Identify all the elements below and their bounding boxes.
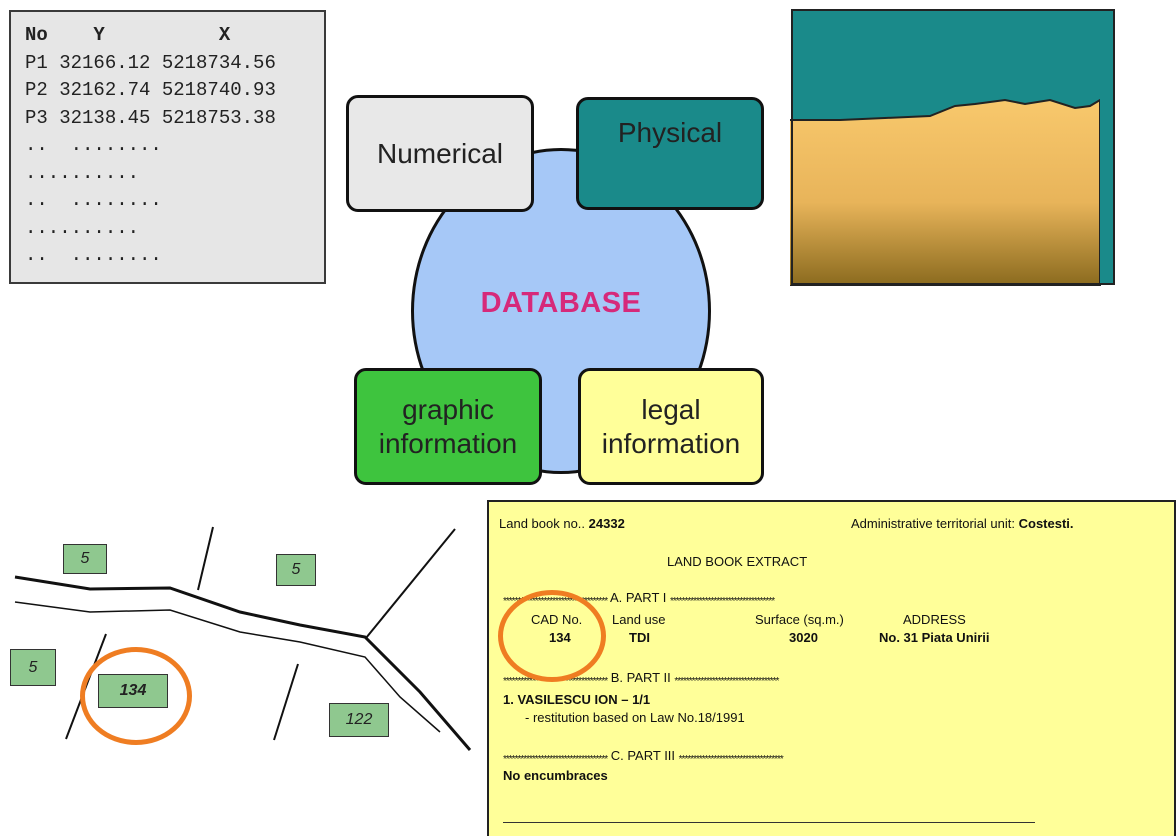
column-address: ADDRESS [903,612,966,627]
physical-box: Physical [576,97,764,210]
graphic-line1: graphic [402,393,494,425]
land-book-number: 24332 [588,516,625,531]
terrain-frame [791,9,1115,285]
ground-profile [790,98,1101,286]
graphic-information-label: graphic information [379,393,518,461]
value-address: No. 31 Piata Unirii [879,630,990,645]
land-book-number-line: Land book no.. 24332 [499,516,625,531]
land-book-extract: Land book no.. 24332 Administrative terr… [487,500,1176,836]
legal-information-box: legal information [578,368,764,485]
coordinates-row: P1 32166.12 5218734.56 [25,51,276,74]
separator-stars: ************************************ [674,676,779,687]
road-inner-line [14,601,441,733]
coordinates-row: .. ........ [25,134,162,156]
parcel-boundary [365,528,456,639]
coordinates-row: .. ........ [25,244,162,266]
separator-stars: ************************************ [678,754,784,765]
value-land-use: TDI [629,630,650,645]
part1-label: A. PART I [610,590,667,605]
database-label: DATABASE [480,287,642,319]
parcel-label: 122 [329,703,389,737]
part3-line: ************************************ C. … [503,748,784,765]
coordinates-row: .......... [25,216,140,239]
value-surface: 3020 [789,630,818,645]
coordinates-table: No Y X P1 32166.12 5218734.56 P2 32162.7… [9,10,326,284]
territorial-unit-value: Costesti. [1018,516,1074,531]
coordinates-row: P2 32162.74 5218740.93 [25,79,276,101]
territorial-unit-label: Administrative territorial unit: [851,516,1015,531]
coordinates-header: No Y X [25,24,231,46]
graphic-information-box: graphic information [354,368,542,485]
separator-stars: ************************************ [670,596,775,607]
database-diagram: DATABASE Numerical Physical graphic info… [344,95,774,490]
numerical-box: Numerical [346,95,534,212]
territorial-unit-line: Administrative territorial unit: Costest… [851,516,1074,531]
coordinates-row: .......... [25,161,140,184]
parcel-boundary [197,526,214,591]
map-lines [14,526,472,751]
encumbrances-line: No encumbraces [503,768,608,783]
terrain-illustration [790,9,1115,286]
highlight-circle [498,590,606,682]
separator-stars: ************************************ [503,754,608,765]
parcel-label: 5 [10,649,56,686]
parcel-label: 5 [276,554,316,586]
land-book-label: Land book no.. [499,516,586,531]
coordinates-row: P3 32138.45 5218753.38 [25,106,276,129]
graphic-line2: information [378,427,518,459]
road-outer-line [14,575,472,751]
coordinates-row: .. ........ [25,189,162,211]
owner-line: 1. VASILESCU ION – 1/1 [503,692,651,707]
legal-line1: legal [641,393,701,425]
parcel-label: 5 [63,544,107,574]
cadastral-map: 5 5 5 134 122 [0,492,480,836]
physical-label: Physical [617,117,723,148]
restitution-line: - restitution based on Law No.18/1991 [525,710,745,725]
part3-label: C. PART III [610,748,676,763]
bottom-rule [503,822,1035,823]
column-surface: Surface (sq.m.) [755,612,844,627]
extract-title: LAND BOOK EXTRACT [667,554,808,569]
parcel-boundary [273,663,299,741]
part2-label: B. PART II [610,670,671,685]
column-land-use: Land use [612,612,666,627]
legal-line2: information [601,427,741,459]
numerical-label: Numerical [376,137,504,169]
highlight-circle [80,647,192,745]
legal-information-label: legal information [602,393,741,461]
